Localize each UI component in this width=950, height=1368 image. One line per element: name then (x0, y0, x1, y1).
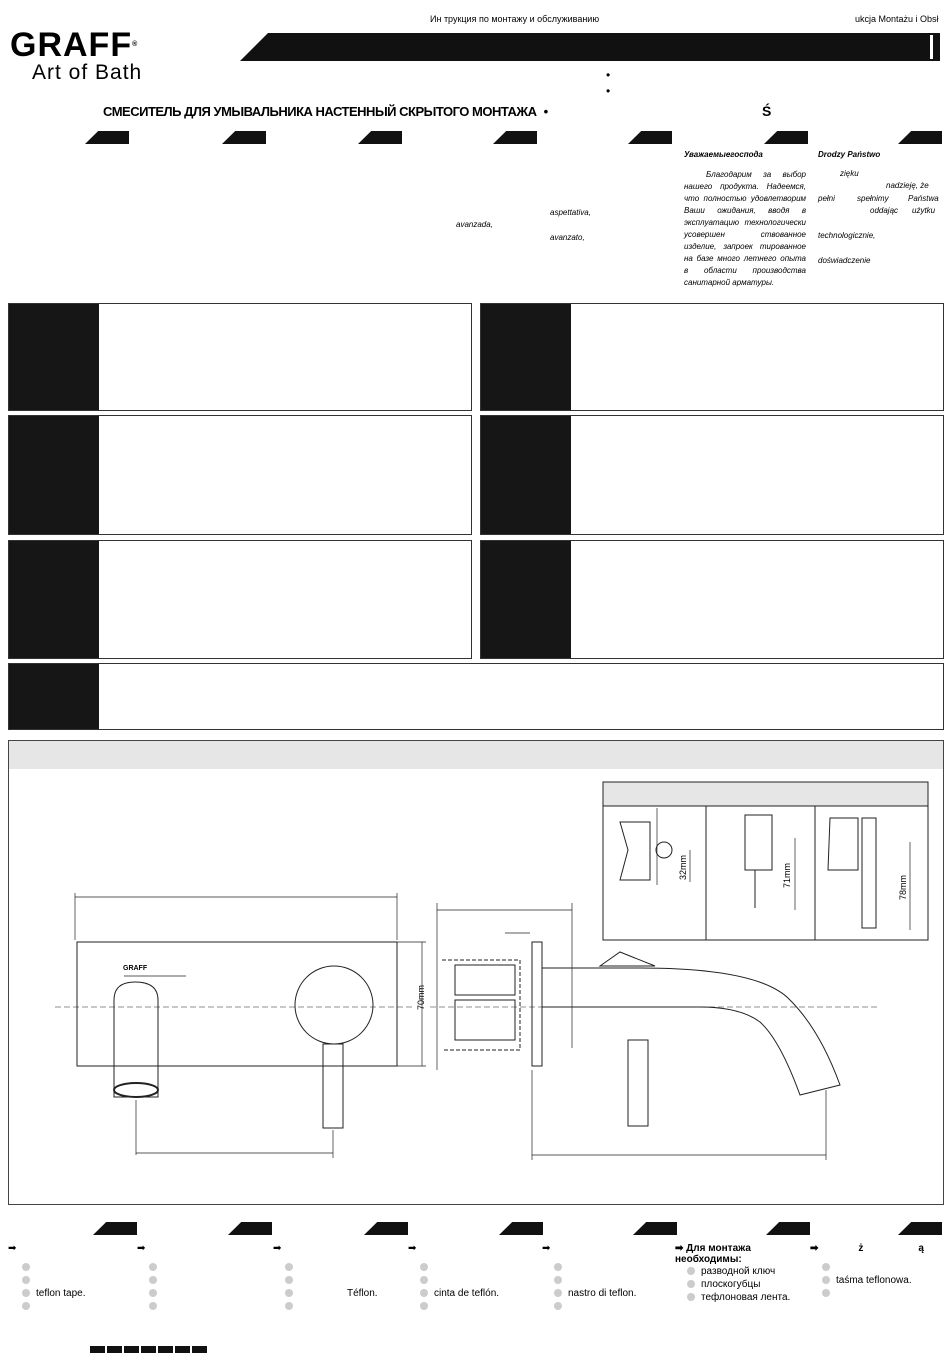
header-instructions-ru: Ин трукция по монтажу и обслуживанию (430, 14, 600, 24)
lang-tab-7 (898, 131, 942, 144)
footer-square (158, 1346, 173, 1353)
pl-tape: taśma teflonowa. (836, 1275, 912, 1286)
info-box-1 (8, 303, 472, 411)
front-plate (76, 941, 398, 1067)
logo-tagline: Art of Bath (32, 61, 143, 84)
logo-reg: ® (132, 41, 139, 48)
intro-it-fragment-1: aspettativa, (550, 208, 591, 217)
bottom-col-ru: ➡ Для монтажа необходимы: разводной ключ… (675, 1243, 805, 1303)
page-title: СМЕСИТЕЛЬ ДЛЯ УМЫВАЛЬНИКА НАСТЕННЫЙ СКРЫ… (103, 104, 548, 119)
en-tape: teflon tape. (36, 1288, 86, 1299)
intro-pl-frag-5: Państwa (908, 194, 939, 203)
intro-es-fragment: avanzada, (456, 220, 493, 229)
bullet-dot-icon (22, 1289, 30, 1298)
ru-item-1: разводной ключ (701, 1266, 776, 1277)
intro-pl-frag-6: oddając (870, 206, 899, 215)
bullet-1: • (606, 68, 611, 82)
arrow-icon: ➡ (8, 1243, 17, 1254)
lang-tab-3 (358, 131, 402, 144)
small-logo: GRAFF (123, 965, 148, 972)
bottom-tab-7 (898, 1222, 942, 1235)
header-bar (240, 33, 940, 61)
intro-pl-frag-3: pełni (818, 194, 835, 203)
intro-pl-frag-2: nadzieję, że (886, 181, 929, 190)
arrow-icon: ➡ (675, 1243, 687, 1254)
intro-pl-heading: Drodzy Państwo (818, 150, 881, 159)
fr-tape: Téflon. (347, 1288, 378, 1299)
bottom-col-it: ➡ nastro di teflon. (542, 1243, 636, 1312)
bottom-col-pl: ➡ ż ą taśma teflonowa. (810, 1243, 945, 1299)
bottom-col-fr: ➡ Téflon. (273, 1243, 403, 1312)
it-tape: nastro di teflon. (568, 1288, 637, 1299)
header-instructions-pl: ukcja Montażu i Obsł (855, 14, 939, 24)
lang-tab-2 (222, 131, 266, 144)
pl-heading-2: ą (918, 1243, 924, 1254)
bottom-tab-6 (766, 1222, 810, 1235)
info-box-4 (480, 415, 944, 535)
dim-32mm: 32mm (678, 855, 688, 880)
bottom-tab-1 (93, 1222, 137, 1235)
lang-tab-6 (764, 131, 808, 144)
title-bullet: • (543, 104, 549, 119)
logo-text: GRAFF (10, 26, 133, 64)
info-box-2 (480, 303, 944, 411)
arrow-icon: ➡ (810, 1243, 819, 1254)
info-box-5 (8, 540, 472, 659)
es-tape: cinta de teflón. (434, 1288, 500, 1299)
footer-square (192, 1346, 207, 1353)
info-box-7 (8, 663, 944, 730)
footer-square (141, 1346, 156, 1353)
footer-square (175, 1346, 190, 1353)
lang-tab-1 (85, 131, 129, 144)
ru-tools-heading: Для монтажа необходимы: (675, 1243, 751, 1265)
title-text: СМЕСИТЕЛЬ ДЛЯ УМЫВАЛЬНИКА НАСТЕННЫЙ СКРЫ… (103, 104, 537, 119)
bottom-col-en: ➡ teflon tape. (8, 1243, 85, 1312)
intro-pl-frag-1: zięku (840, 169, 859, 178)
bottom-tab-5 (633, 1222, 677, 1235)
intro-it-fragment-2: avanzato, (550, 233, 585, 242)
intro-ru-text: Благодарим за выбор нашего продукта. Над… (684, 170, 806, 287)
pl-heading-1: ż (858, 1243, 864, 1254)
lang-tab-5 (628, 131, 672, 144)
bullet-dot-icon (22, 1302, 30, 1311)
arrow-icon: ➡ (273, 1243, 282, 1254)
bottom-col-es: ➡ cinta de teflón. (408, 1243, 499, 1312)
intro-pl-frag-8: technologicznie, (818, 231, 876, 240)
bullet-2: • (606, 84, 611, 98)
dim-70mm: 70mm (416, 985, 426, 1010)
intro-pl-frag-7: użytku (912, 206, 936, 215)
bottom-tab-4 (499, 1222, 543, 1235)
brand-logo: GRAFF® Art of Bath (10, 28, 142, 84)
ru-item-3: тефлоновая лента. (701, 1292, 791, 1303)
arrow-icon: ➡ (137, 1243, 146, 1254)
intro-pl-frag-4: spełnimy (857, 194, 889, 203)
footer-square (107, 1346, 122, 1353)
bottom-tab-2 (228, 1222, 272, 1235)
info-box-6 (480, 540, 944, 659)
footer-square (90, 1346, 105, 1353)
ru-item-2: плоскогубцы (701, 1279, 761, 1290)
bullet-dot-icon (22, 1263, 30, 1272)
bottom-col-de: ➡ (137, 1243, 163, 1312)
intro-pl-frag-9: doświadczenie (818, 256, 871, 265)
bullet-dot-icon (22, 1276, 30, 1285)
dim-78mm: 78mm (898, 875, 908, 900)
bottom-tab-3 (364, 1222, 408, 1235)
info-box-3 (8, 415, 472, 535)
drawing-header-band (9, 741, 943, 769)
arrow-icon: ➡ (408, 1243, 417, 1254)
dim-71mm: 71mm (782, 863, 792, 888)
technical-drawing-panel (8, 740, 944, 1205)
lang-tab-4 (493, 131, 537, 144)
footer-square (124, 1346, 139, 1353)
title-pl-char: Ś (762, 103, 772, 119)
arrow-icon: ➡ (542, 1243, 551, 1254)
intro-ru-heading: Уважаемыегоспода (684, 150, 763, 159)
